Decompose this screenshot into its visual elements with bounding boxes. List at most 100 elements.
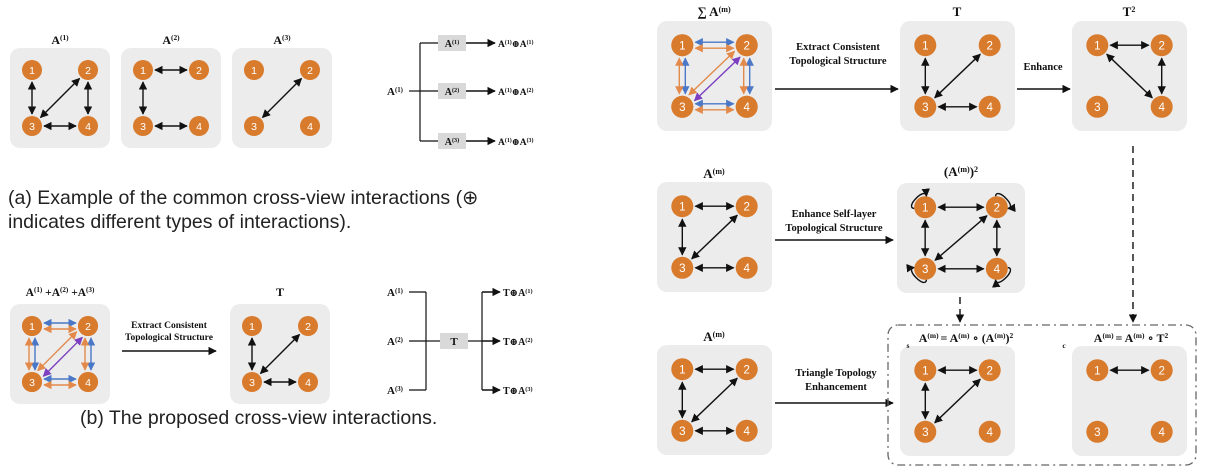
caption-b: (b) The proposed cross-view interactions… <box>80 407 438 429</box>
node-label-2: 2 <box>85 65 91 77</box>
T-node-4 <box>298 372 318 392</box>
cAm3-node-label-1: 1 <box>679 364 685 376</box>
cT-node-3 <box>914 95 937 118</box>
arrow-c1-line1: Extract Consistent <box>796 42 880 53</box>
input-label-b1: A(1) <box>387 287 403 299</box>
arrow-c1-line2: Topological Structure <box>789 56 886 67</box>
csum-node-label-2: 2 <box>743 40 749 52</box>
cAs-node-3 <box>914 420 937 443</box>
self-loop <box>994 193 1016 212</box>
T-label-c: T <box>953 4 962 19</box>
node-label-4: 4 <box>307 121 313 133</box>
output-label-b1: T⊕A(1) <box>503 288 533 300</box>
T-node-3 <box>242 372 262 392</box>
node-2 <box>189 60 209 80</box>
cT-node-2 <box>978 34 1001 57</box>
arrow <box>691 214 738 260</box>
cAs-node-label-2: 2 <box>986 365 992 377</box>
node-2 <box>78 60 98 80</box>
cAs-node-label-3: 3 <box>922 427 928 439</box>
node-label-3: 3 <box>251 121 257 133</box>
cAm3-node-1 <box>671 358 694 381</box>
cAs-node-1 <box>914 359 937 382</box>
cT-node-label-4: 4 <box>986 102 993 114</box>
cAmsq-node-2 <box>985 196 1008 219</box>
arrow <box>259 333 301 375</box>
cAmsq-node-label-4: 4 <box>994 264 1001 276</box>
csum-node-1 <box>671 34 694 57</box>
cAc-node-label-2: 2 <box>1158 365 1164 377</box>
node-label-1: 1 <box>251 65 257 77</box>
cAm3-node-label-3: 3 <box>679 426 685 438</box>
tag-label-2: A(2) <box>445 87 459 99</box>
T-tag <box>440 333 468 349</box>
arrow <box>261 77 303 119</box>
arrow <box>934 215 988 261</box>
cAc-node-2 <box>1150 359 1173 382</box>
sum-node-label-4: 4 <box>85 377 91 389</box>
arrow <box>934 378 981 424</box>
As-label: A(m) = A(m) ∘ (A(m))2 <box>919 331 1014 346</box>
cT-node-label-2: 2 <box>986 40 992 52</box>
sum-node-1 <box>22 316 42 336</box>
graph-c-sum <box>657 21 772 131</box>
output-label-b3: T⊕A(3) <box>503 386 533 398</box>
matrix-tag <box>438 133 466 149</box>
Am2-label: (A(m))2 <box>944 164 978 179</box>
cAm3-node-label-4: 4 <box>743 426 750 438</box>
arrow <box>934 53 981 99</box>
cAm2-node-label-3: 3 <box>679 263 685 275</box>
cAmsq-node-label-1: 1 <box>922 202 928 214</box>
cAm2-node-4 <box>735 256 758 279</box>
matrix-label-a1: A(1) <box>51 33 69 48</box>
self-loop <box>910 188 930 210</box>
node-3 <box>244 116 264 136</box>
cT-node-label-1: 1 <box>922 40 928 52</box>
output-label-a2: A(1)⊕A(2) <box>498 87 533 98</box>
csum-node-label-1: 1 <box>679 40 685 52</box>
enhanced-container <box>887 324 1197 466</box>
cAmsq-node-3 <box>914 257 937 280</box>
arrow <box>688 50 736 96</box>
matrix-tag <box>438 35 466 51</box>
cT-node-label-3: 3 <box>922 102 928 114</box>
caption-a-line2: indicates different types of interaction… <box>8 211 352 233</box>
arrow-b-line2: Topological Structure <box>125 333 213 343</box>
arrow <box>1106 53 1153 99</box>
T-node-label-4: 4 <box>305 377 311 389</box>
node-2 <box>300 60 320 80</box>
cAmsq-node-label-3: 3 <box>922 264 928 276</box>
sum-node-4 <box>78 372 98 392</box>
cAc-node-label-1: 1 <box>1094 365 1100 377</box>
As-sub: s <box>907 341 910 350</box>
csum-node-2 <box>735 34 758 57</box>
cAmsq-node-1 <box>914 196 937 219</box>
node-label-2: 2 <box>196 65 202 77</box>
sum-label-b: A(1) +A(2) +A(3) <box>26 286 95 299</box>
cAs-node-2 <box>978 359 1001 382</box>
cT2-node-1 <box>1086 34 1109 57</box>
caption-a-line1: (a) Example of the common cross-view int… <box>8 187 479 209</box>
cAc-node-3 <box>1086 420 1109 443</box>
matrix-label-a2: A(2) <box>162 33 180 48</box>
graph-c-Ac <box>1072 346 1187 456</box>
T-tag-label: T <box>450 336 458 348</box>
cAs-node-4 <box>978 420 1001 443</box>
cT2-node-label-2: 2 <box>1158 40 1164 52</box>
tag-label-1: A(1) <box>445 39 459 51</box>
matrix-label-a3: A(3) <box>273 33 291 48</box>
node-label-1: 1 <box>140 65 146 77</box>
self-loop <box>906 264 928 283</box>
node-1 <box>133 60 153 80</box>
cT2-node-2 <box>1150 34 1173 57</box>
output-label-b2: T⊕A(2) <box>503 337 533 349</box>
result-label-b: T <box>276 285 284 299</box>
arrow-c2-line1: Enhance Self-layer <box>792 209 877 220</box>
matrix-tag <box>438 83 466 99</box>
arrow <box>37 331 78 372</box>
cT2-node-label-3: 3 <box>1094 102 1100 114</box>
input-label-b2: A(2) <box>387 336 403 348</box>
node-label-4: 4 <box>196 121 202 133</box>
arrow <box>39 77 81 119</box>
cAc-node-1 <box>1086 359 1109 382</box>
